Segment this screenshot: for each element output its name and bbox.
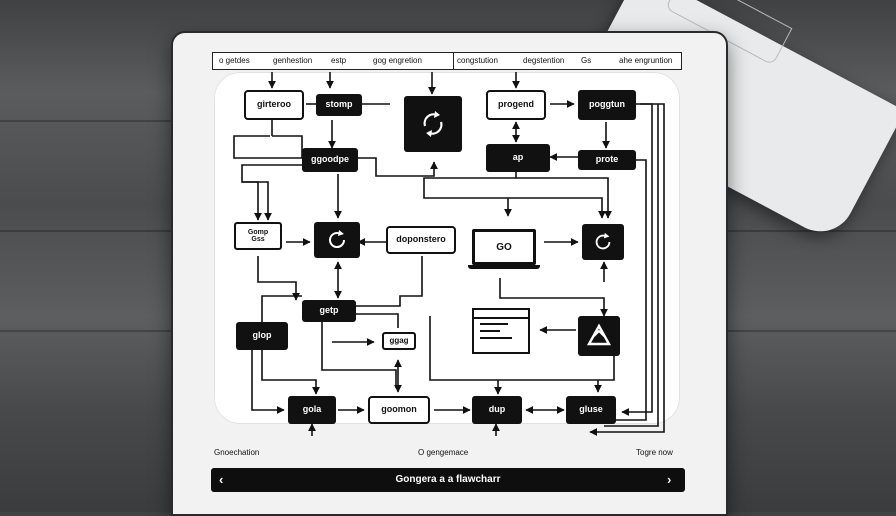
node-prote[interactable]: prote (578, 150, 636, 170)
footer-right-label[interactable]: Togre now (636, 448, 673, 457)
node-gomp[interactable]: Gomp Gss (234, 222, 282, 250)
node-stomp[interactable]: stomp (316, 94, 362, 116)
footer-left-label: Gnoechation (214, 448, 259, 457)
node-label: prote (596, 155, 619, 164)
node-label: ap (513, 153, 524, 162)
node-label: Gomp Gss (248, 229, 268, 244)
refresh-icon-glyph (325, 228, 349, 252)
footer-middle-label: O gengemace (418, 448, 468, 457)
node-label: ggag (389, 337, 408, 345)
node-label: stomp (326, 100, 353, 109)
node-label: gola (303, 405, 322, 414)
laptop-icon[interactable]: GO (468, 229, 540, 269)
node-label: progend (498, 100, 534, 109)
node-getp[interactable]: getp (302, 300, 356, 322)
node-girteroo[interactable]: girteroo (244, 90, 304, 120)
node-label: poggtun (589, 100, 625, 109)
node-label: gluse (579, 405, 603, 414)
node-doponstero[interactable]: doponstero (386, 226, 456, 254)
next-arrow-button[interactable]: › (667, 472, 671, 487)
node-progend[interactable]: progend (486, 90, 546, 120)
node-gola[interactable]: gola (288, 396, 336, 424)
refresh-icon[interactable] (582, 224, 624, 260)
flowchart-title-bar: ‹ Gongera a a flawcharr › (211, 468, 685, 492)
node-ggag[interactable]: ggag (382, 332, 416, 350)
up-triangle-icon-glyph (586, 323, 612, 349)
node-label: ggoodpe (311, 155, 349, 164)
refresh-icon[interactable] (314, 222, 360, 258)
node-label: doponstero (396, 235, 446, 244)
refresh-icon-glyph (592, 231, 614, 253)
node-gluse[interactable]: gluse (566, 396, 616, 424)
node-dup[interactable]: dup (472, 396, 522, 424)
recycle-icon-glyph (415, 106, 451, 142)
flowchart-title: Gongera a a flawcharr (211, 474, 685, 485)
node-go: GO (472, 229, 536, 265)
up-triangle-icon[interactable] (578, 316, 620, 356)
node-poggtun[interactable]: poggtun (578, 90, 636, 120)
node-ggoodpe[interactable]: ggoodpe (302, 148, 358, 172)
node-goomon[interactable]: goomon (368, 396, 430, 424)
node-label: goomon (381, 405, 417, 414)
node-label: getp (320, 306, 339, 315)
node-ap[interactable]: ap (486, 144, 550, 172)
browser-window-icon[interactable] (472, 308, 530, 354)
node-label: girteroo (257, 100, 291, 109)
node-label: glop (253, 331, 272, 340)
node-label: dup (489, 405, 506, 414)
node-glop[interactable]: glop (236, 322, 288, 350)
recycle-icon[interactable] (404, 96, 462, 152)
